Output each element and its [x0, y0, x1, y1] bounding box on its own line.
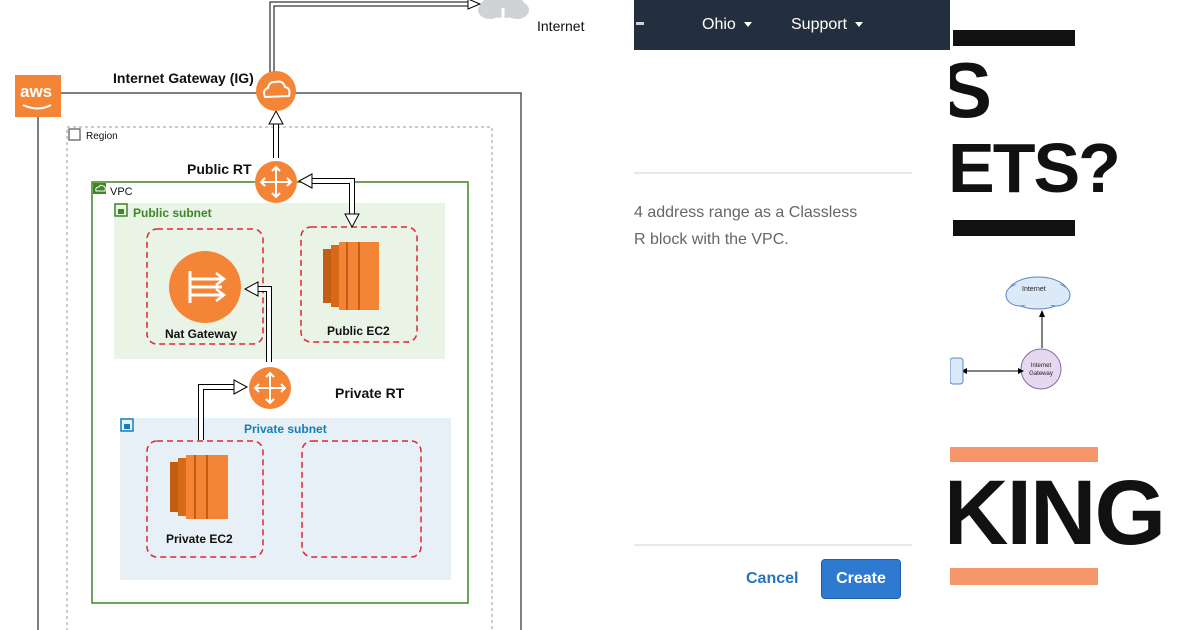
orange-band-top — [950, 447, 1098, 462]
internet-cloud-icon — [478, 0, 529, 30]
aws-console-dialog: Ohio Support 4 address range as a Classl… — [634, 0, 950, 630]
black-bar-bottom — [953, 220, 1075, 236]
private-subnet-lock-icon — [120, 418, 134, 432]
headline-question: ETS? — [950, 129, 1121, 207]
nav-cropped-item — [636, 22, 644, 25]
mini-arrow-head — [1039, 310, 1045, 317]
mini-network-diagram — [950, 276, 1071, 390]
header-divider — [634, 172, 912, 174]
private-ec2-label: Private EC2 — [166, 532, 233, 546]
mini-internet-label: Internet — [1022, 286, 1046, 293]
nav-support-label: Support — [791, 16, 848, 33]
mini-cropped-node — [950, 357, 964, 385]
article-thumbnail-collage: S ETS? Internet Internet Gateway KING — [950, 0, 1200, 630]
private-subnet-label: Private subnet — [244, 422, 327, 436]
public-route-table-icon — [255, 161, 297, 203]
caret-down-icon — [855, 22, 864, 28]
region-boundary — [66, 126, 493, 630]
public-ec2-label: Public EC2 — [327, 324, 390, 338]
nav-region-selector[interactable]: Ohio — [702, 16, 752, 34]
vpc-cloud-icon — [93, 183, 106, 194]
public-ec2-box — [300, 226, 418, 343]
mini-internet-cloud-icon — [1005, 276, 1071, 310]
nat-gateway-box — [146, 228, 264, 345]
caret-down-icon — [743, 22, 752, 28]
empty-private-box — [301, 440, 422, 558]
private-rt-label: Private RT — [335, 385, 405, 401]
black-bar-top — [953, 30, 1075, 46]
private-ec2-icon — [170, 455, 228, 519]
nat-gateway-icon — [169, 251, 241, 323]
mini-gateway-label: Internet Gateway — [1029, 363, 1053, 377]
aws-smile-icon — [22, 104, 52, 110]
vpc-label: VPC — [110, 186, 133, 198]
public-rt-label: Public RT — [187, 161, 252, 177]
private-route-table-icon — [249, 367, 291, 409]
footer-divider — [634, 544, 912, 546]
mini-gateway-node — [1020, 348, 1062, 390]
description-line-2: R block with the VPC. — [634, 231, 789, 248]
create-button[interactable]: Create — [821, 559, 901, 599]
nav-region-label: Ohio — [702, 16, 736, 33]
aws-logo: aws — [15, 75, 61, 117]
nav-support-menu[interactable]: Support — [791, 16, 864, 34]
headline-fragment-top: S — [950, 46, 992, 134]
private-ec2-box — [146, 440, 264, 558]
private-subnet-area — [120, 418, 451, 580]
public-subnet-label: Public subnet — [133, 206, 212, 220]
internet-gateway-label: Internet Gateway (IG) — [113, 70, 254, 86]
region-flag-icon — [68, 128, 81, 141]
diagram-canvas — [37, 0, 529, 630]
cancel-button[interactable]: Cancel — [746, 570, 799, 587]
console-top-navbar: Ohio Support — [634, 0, 950, 50]
region-label: Region — [86, 131, 118, 142]
public-subnet-lock-icon — [114, 203, 128, 217]
description-line-1: 4 address range as a Classless — [634, 204, 858, 221]
nat-gateway-label: Nat Gateway — [165, 327, 238, 341]
internet-gateway-icon — [256, 71, 296, 111]
aws-logo-text: aws — [20, 82, 53, 101]
internet-label: Internet — [537, 18, 585, 34]
headline-bottom: KING — [950, 462, 1166, 564]
public-ec2-icon — [323, 242, 379, 310]
aws-architecture-diagram: aws Internet Internet Gateway (IG) Regio… — [15, 0, 585, 630]
orange-band-bottom — [950, 568, 1098, 585]
connector-arrows — [198, 0, 482, 440]
